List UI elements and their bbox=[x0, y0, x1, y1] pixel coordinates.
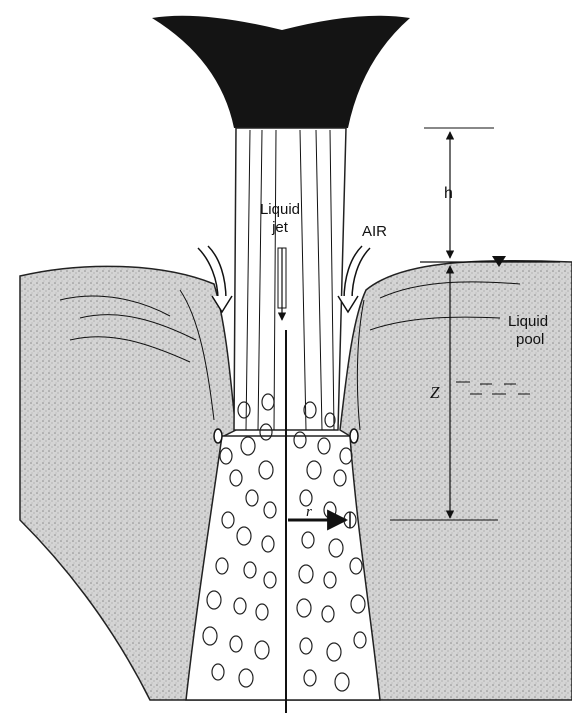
air-label: AIR bbox=[362, 223, 387, 240]
liquid-pool-label-line1: Liquid bbox=[508, 313, 548, 330]
r-label: r bbox=[306, 504, 312, 520]
liquid-jet-label-line1: Liquid bbox=[260, 201, 300, 218]
liquid-pool-label-line2: pool bbox=[516, 331, 544, 348]
bubble-plume bbox=[186, 394, 380, 700]
nozzle bbox=[152, 16, 410, 128]
liquid-jet bbox=[234, 128, 346, 430]
h-label: h bbox=[444, 185, 453, 202]
z-label: Z bbox=[430, 383, 440, 402]
height-dimension bbox=[424, 128, 494, 258]
liquid-jet-label-line2: jet bbox=[271, 219, 289, 236]
